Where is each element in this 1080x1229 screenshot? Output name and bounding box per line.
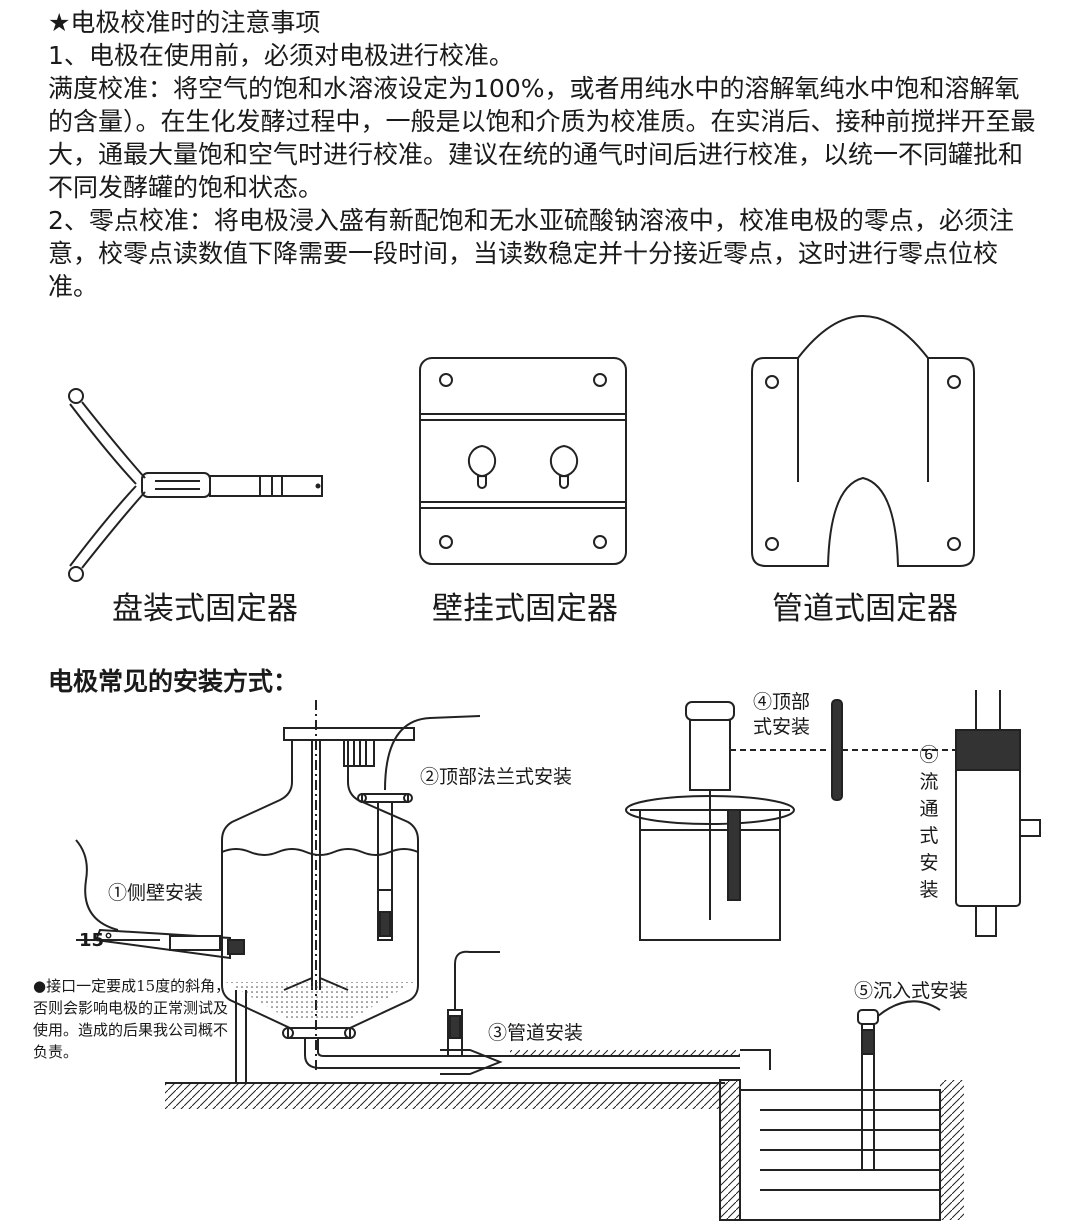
angle-warning-note: ●接口一定要成15度的斜角，否则会影响电极的正常测试及使用。造成的后果我公司概不… [33,977,231,1061]
side-wall-install-label: ①侧壁安装 [108,882,204,904]
angle-label: 15° [79,930,114,951]
immersion-install-label: ⑤沉入式安装 [854,980,969,1002]
notes-heading: ★电极校准时的注意事项 [48,8,321,37]
install-section-title: 电极常见的安装方式： [48,667,299,696]
notes-full-scale: 满度校准：将空气的饱和水溶液设定为100%，或者用纯水中的溶解氧纯水中饱和溶解氧… [48,74,1036,202]
wall-mount-fixture-figure [419,357,627,565]
pipe-install-label: ③管道安装 [488,1022,584,1044]
flange-install-label: ②顶部法兰式安装 [420,766,573,788]
pipe-mount-fixture-figure [751,315,975,567]
panel-mount-fixture-figure [68,388,323,582]
top-install-label: ④顶部式安装 [753,691,811,738]
wall-mount-caption: 壁挂式固定器 [432,591,618,627]
panel-mount-caption: 盘装式固定器 [112,591,298,627]
flow-install-label: ⑥流通式安装 [919,744,939,901]
notes-zero-point: 2、零点校准：将电极浸入盛有新配饱和无水亚硫酸钠溶液中，校准电极的零点，必须注意… [48,206,1014,301]
pipe-mount-caption: 管道式固定器 [772,591,958,627]
installation-diagram [75,690,1041,1221]
notes-item-1: 1、电极在使用前，必须对电极进行校准。 [48,41,514,70]
calibration-notes: ★电极校准时的注意事项 1、电极在使用前，必须对电极进行校准。 满度校准：将空气… [48,6,1038,303]
